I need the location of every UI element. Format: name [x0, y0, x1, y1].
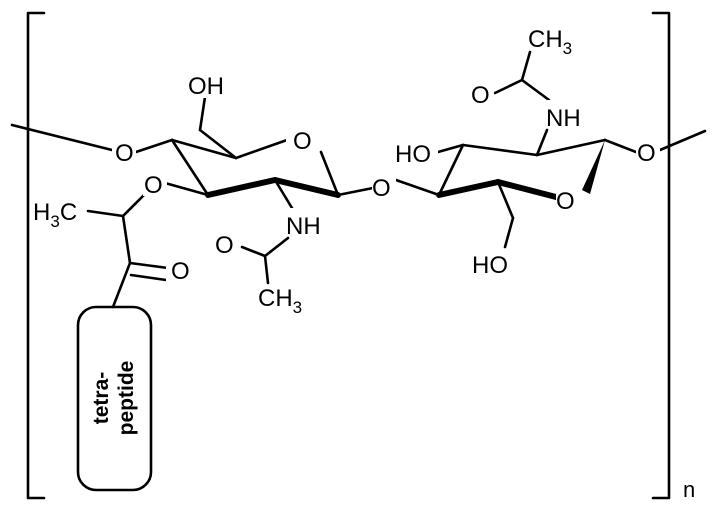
nh2-label: NH [546, 105, 581, 132]
ho-ring2-label: HO [395, 141, 431, 168]
o-left-link-label: O [115, 140, 134, 167]
repeat-subscript: n [683, 477, 695, 502]
ring-1 [170, 138, 341, 198]
oh-top-label: OH [188, 73, 224, 100]
left-bracket [26, 11, 46, 500]
tetrapeptide-label: tetra- peptide [90, 361, 138, 436]
right-bracket [651, 11, 671, 500]
o-lactyl-label: O [144, 172, 163, 199]
o-acetyl2-label: O [471, 82, 490, 109]
svg-text:tetra-: tetra- [90, 372, 113, 425]
h3c-label: H3C [33, 199, 77, 231]
nh1-label: NH [286, 213, 321, 240]
o-right-link-label: O [637, 140, 656, 167]
ring-2 [436, 138, 607, 200]
o-carbonyl1-label: O [171, 258, 190, 285]
o-acetyl1-label: O [215, 232, 234, 259]
ho-bottom-label: HO [472, 252, 508, 279]
o-ring1-label: O [293, 128, 312, 155]
atom-labels: OH O O O H3C O NH O CH3 O HO O HO NH O C… [33, 26, 660, 317]
o-glyco-label: O [372, 175, 391, 202]
ch3-top-label: CH3 [528, 26, 572, 58]
o-ring2-label: O [556, 188, 575, 215]
tetrapeptide-box [76, 305, 153, 492]
svg-text:peptide: peptide [115, 361, 138, 436]
ch3-bottom-label: CH3 [258, 285, 302, 317]
